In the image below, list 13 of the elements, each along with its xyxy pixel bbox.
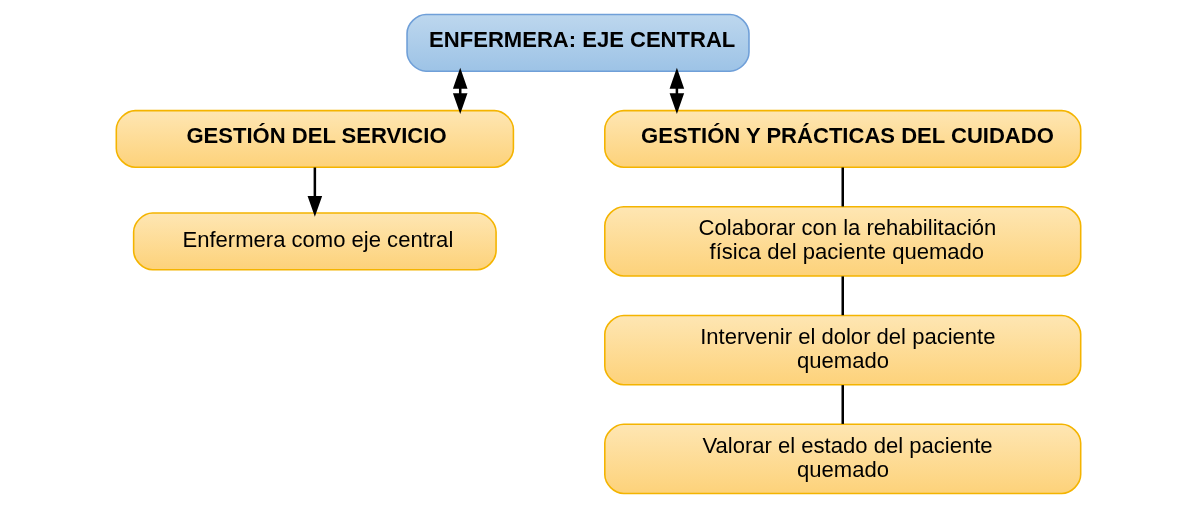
connector bbox=[841, 385, 844, 424]
arrow bbox=[307, 167, 323, 217]
node-box: Colaborar con la rehabilitación física del paciente quemado bbox=[604, 205, 1082, 277]
connector bbox=[841, 167, 844, 207]
node-box: Valorar el estado del paciente quemado bbox=[604, 423, 1082, 495]
node-box: ENFERMERA: EJE CENTRAL bbox=[406, 13, 750, 72]
node-box: GESTIÓN Y PRÁCTICAS DEL CUIDADO bbox=[604, 109, 1082, 169]
arrow bbox=[669, 67, 685, 114]
node-box: GESTIÓN DEL SERVICIO bbox=[115, 109, 515, 169]
node-box: Enfermera como eje central bbox=[132, 212, 497, 271]
connector bbox=[841, 276, 844, 316]
arrow bbox=[452, 67, 468, 114]
node-box: Intervenir el dolor del paciente quemado bbox=[604, 314, 1082, 386]
